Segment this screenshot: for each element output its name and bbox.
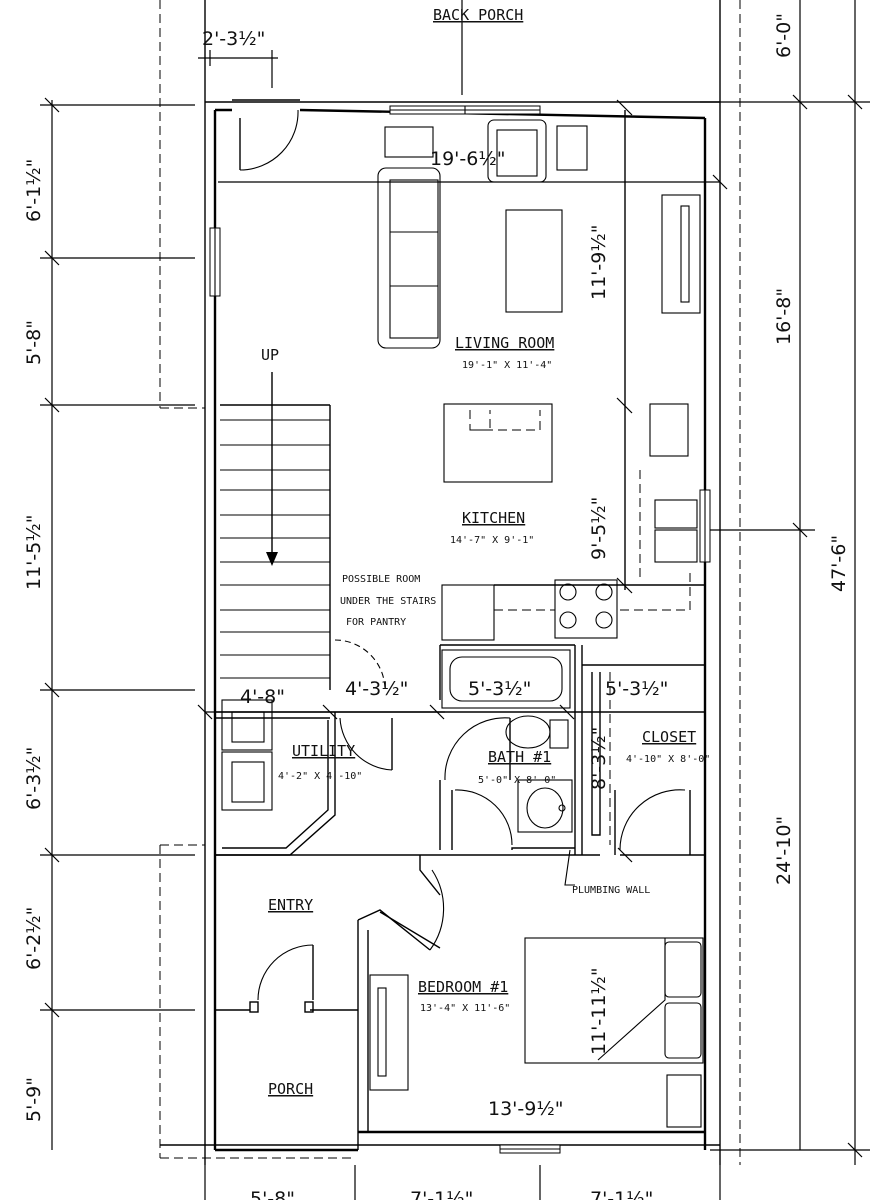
pantry-note-line-3: FOR PANTRY [346, 617, 406, 628]
pantry-note-line-2: UNDER THE STAIRS [340, 596, 436, 607]
dim-bedroom-depth: 11'-11½" [588, 967, 610, 1055]
dim-bedroom-width: 13'-9½" [488, 1098, 564, 1120]
room-labels: BACK PORCH LIVING ROOM 19'-1" X 11'-4" K… [268, 6, 710, 1098]
doors [232, 99, 686, 1013]
stairs-up-label: UP [261, 346, 279, 364]
living-room-label: LIVING ROOM [455, 334, 554, 352]
plumbing-wall-note: PLUMBING WALL [572, 885, 650, 896]
dim-stair-side: 4'-3½" [345, 678, 408, 700]
bath-label: BATH #1 [488, 748, 551, 766]
dim-left-3: 11'-5½" [23, 515, 45, 591]
dim-living-depth: 11'-9½" [588, 225, 610, 301]
dim-left-1: 6'-1½" [23, 159, 45, 222]
dim-bottom-2: 7'-1½" [410, 1188, 473, 1200]
pantry-note-line-1: POSSIBLE ROOM [342, 574, 420, 585]
stairs [220, 372, 331, 690]
dim-kitchen-depth: 9'-5½" [588, 497, 610, 560]
walls [213, 108, 707, 1152]
dim-top-offset: 2'-3½" [202, 28, 265, 50]
bedroom-size: 13'-4" X 11'-6" [420, 1003, 510, 1014]
utility-size: 4'-2" X 4'-10" [278, 771, 362, 782]
bedroom-label: BEDROOM #1 [418, 978, 508, 996]
dimension-labels: 2'-3½" 19'-6½" 11'-9½" 9'-5½" 4'-8" 4'-3… [23, 13, 850, 1200]
dim-bath-width: 5'-3½" [468, 678, 531, 700]
dim-left-6: 5'-9" [23, 1077, 45, 1122]
back-porch-label: BACK PORCH [433, 6, 523, 24]
notes: UP POSSIBLE ROOM UNDER THE STAIRS FOR PA… [261, 346, 650, 896]
dim-left-2: 5'-8" [23, 320, 45, 365]
living-room-size: 19'-1" X 11'-4" [462, 360, 552, 371]
dimension-lines [40, 0, 870, 1200]
dim-stair-landing: 4'-8" [240, 686, 285, 708]
dim-closet-depth: 8'-3½" [588, 727, 610, 790]
dim-right-total: 47'-6" [828, 535, 850, 592]
windows [209, 105, 711, 1154]
dim-left-4: 6'-3½" [23, 747, 45, 810]
exterior-lines [159, 0, 741, 1165]
dim-left-5: 6'-2½" [23, 907, 45, 970]
utility-label: UTILITY [292, 742, 355, 760]
dim-right-upper: 16'-8" [773, 288, 795, 345]
closet-size: 4'-10" X 8'-0" [626, 754, 710, 765]
dim-right-top: 6'-0" [773, 13, 795, 58]
bath-size: 5'-0" X 8'-0" [478, 775, 556, 786]
dim-living-width: 19'-6½" [430, 148, 506, 170]
closet-label: CLOSET [642, 728, 696, 746]
entry-label: ENTRY [268, 896, 313, 914]
kitchen-size: 14'-7" X 9'-1" [450, 535, 534, 546]
dim-closet-width: 5'-3½" [605, 678, 668, 700]
dim-right-lower: 24'-10" [773, 816, 795, 885]
fixtures [221, 119, 705, 1128]
kitchen-label: KITCHEN [462, 509, 525, 527]
dim-bottom-3: 7'-1½" [590, 1188, 653, 1200]
dim-bottom-1: 5'-8" [250, 1188, 295, 1200]
porch-label: PORCH [268, 1080, 313, 1098]
